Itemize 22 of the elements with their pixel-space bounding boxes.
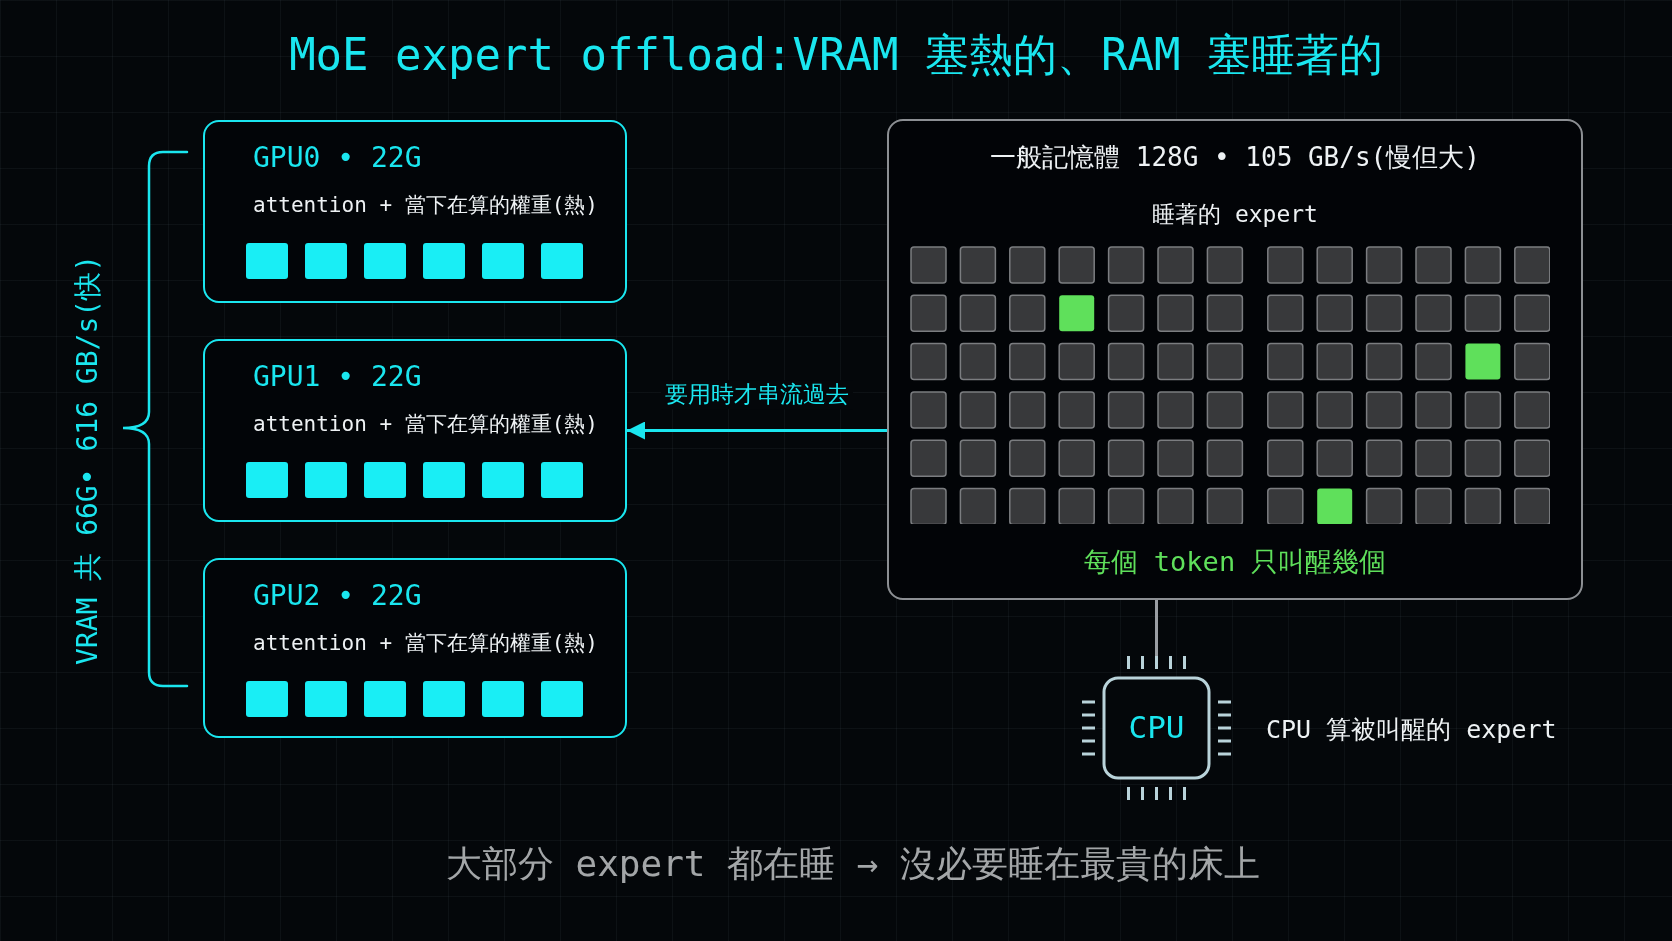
card-heading: GPU1 • 22G — [253, 360, 422, 394]
card-heading: GPU2 • 22G — [253, 579, 422, 613]
chip-label: CPU — [1128, 709, 1185, 747]
panel-note: 每個 token 只叫醒幾個 — [1083, 545, 1387, 579]
memory-panel — [887, 119, 1583, 600]
caption: 大部分 expert 都在睡 → 沒必要睡在最貴的床上 — [445, 842, 1261, 886]
card-description: attention + 當下在算的權重(熱) — [253, 412, 598, 438]
panel-heading: 一般記憶體 128G • 105 GB/s(慢但大) — [990, 142, 1480, 174]
cpu-chip — [1082, 656, 1231, 800]
panel-subheading: 睡著的 expert — [1152, 201, 1318, 229]
gpu-card — [203, 558, 627, 738]
card-heading: GPU0 • 22G — [253, 141, 422, 175]
edge-label: 要用時才串流過去 — [661, 379, 853, 410]
side-label: VRAM 共 66G• 616 GB/s(快) — [71, 255, 105, 665]
arrow — [627, 421, 887, 440]
connector-line — [1155, 600, 1158, 656]
title: MoE expert offload:VRAM 塞熱的、RAM 塞睡著的 — [289, 28, 1383, 82]
card-description: attention + 當下在算的權重(熱) — [253, 631, 598, 657]
card-description: attention + 當下在算的權重(熱) — [253, 193, 598, 219]
gpu-card — [203, 339, 627, 522]
chip-caption: CPU 算被叫醒的 expert — [1266, 715, 1557, 745]
gpu-card — [203, 120, 627, 303]
